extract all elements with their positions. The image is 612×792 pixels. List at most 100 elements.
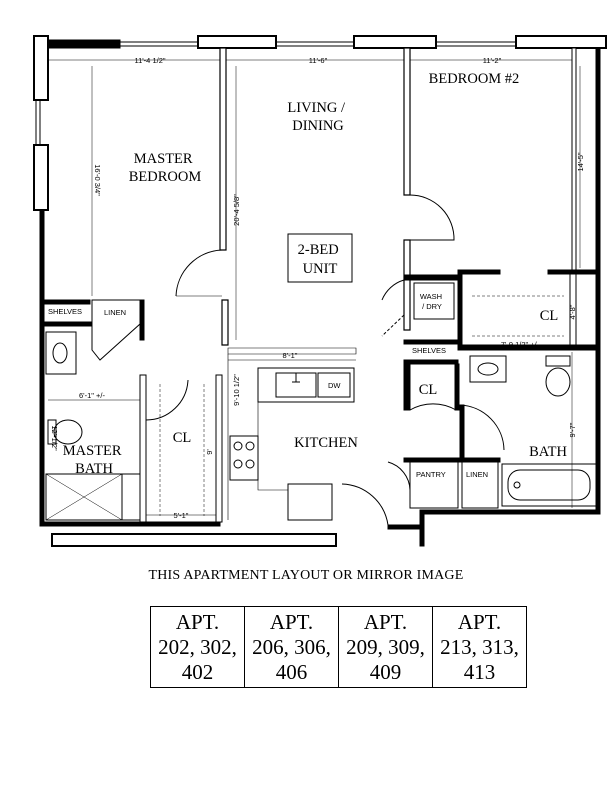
exterior-wall: [419, 513, 425, 547]
interior-wall: [457, 269, 463, 346]
apartment-numbers: 213, 313,: [440, 634, 519, 659]
interior-wall: [461, 269, 501, 275]
door-swing: [341, 483, 389, 526]
faucet: [292, 373, 300, 383]
refrigerator: [287, 483, 333, 521]
closet-rod: [472, 295, 564, 337]
door-swing: [409, 403, 457, 411]
exterior-wall: [33, 144, 49, 211]
burner: [233, 441, 243, 451]
interior-wall: [454, 363, 460, 411]
counter: [227, 354, 288, 520]
exterior-wall: [419, 509, 601, 515]
room-label-master-bedroom: MASTER BEDROOM: [129, 151, 202, 185]
window: [120, 41, 198, 47]
dimension-bed2-closet-width: 7'-9 1/2" +/-: [501, 340, 540, 349]
apartment-numbers: 409: [369, 659, 402, 684]
unit-label: 2-BED UNIT: [298, 242, 343, 277]
floor-plan: MASTER BEDROOM LIVING / DINING BEDROOM #…: [33, 35, 607, 547]
apartment-heading: APT.: [363, 609, 408, 634]
layout-caption: THIS APARTMENT LAYOUT OR MIRROR IMAGE: [148, 568, 464, 583]
apartment-heading: APT.: [175, 609, 220, 634]
label-wash-dry: WASH / DRY: [420, 292, 444, 311]
apartment-numbers: 209, 309,: [346, 634, 425, 659]
exterior-wall: [197, 35, 277, 49]
sink: [52, 342, 68, 364]
dimension-bath-depth: 9'-7": [568, 422, 577, 437]
door-swing: [459, 404, 505, 451]
exterior-wall: [353, 35, 437, 49]
room-label-closet-master: CL: [173, 430, 192, 446]
interior-wall: [43, 321, 93, 327]
interior-wall: [403, 457, 501, 463]
apartment-table: APT. 202, 302, 402 APT. 206, 306, 406 AP…: [150, 606, 527, 688]
toilet-tank: [545, 355, 571, 367]
range: [229, 435, 259, 481]
apartment-numbers: 413: [463, 659, 496, 684]
apartment-heading: APT.: [457, 609, 502, 634]
window: [436, 41, 516, 47]
room-label-bath: BATH: [529, 444, 567, 460]
unit-label-box: [287, 233, 353, 283]
burner: [245, 441, 255, 451]
apartment-numbers: 402: [181, 659, 214, 684]
dimension-bed2-depth: 14'-5": [576, 152, 585, 171]
label-linen-master: LINEN: [104, 308, 126, 317]
door-swing: [145, 379, 189, 421]
door-swing: [381, 314, 405, 337]
apartment-cell: APT. 213, 313, 413: [432, 606, 527, 688]
dimension-closet-depth: 9': [205, 449, 214, 455]
interior-wall: [403, 239, 411, 331]
linen-closet: [91, 299, 141, 361]
dishwasher: [317, 372, 351, 398]
exterior-wall: [33, 35, 49, 101]
apartment-cell: APT. 202, 302, 402: [150, 606, 245, 688]
linen-closet: [461, 461, 499, 509]
burner: [233, 459, 243, 469]
dimension-kitchen-depth: 9'-10 1/2": [232, 374, 241, 406]
room-label-closet-bed2: CL: [540, 308, 559, 324]
toilet-tank: [47, 419, 57, 445]
door-swing: [175, 249, 223, 297]
tub: [501, 463, 597, 507]
tub-inner: [507, 469, 591, 501]
interior-wall: [403, 274, 459, 281]
interior-wall: [215, 374, 223, 523]
counter: [257, 367, 355, 403]
interior-wall: [221, 299, 229, 346]
label-shelves-hall: SHELVES: [412, 346, 446, 355]
apartment-cell: APT. 206, 306, 406: [244, 606, 339, 688]
room-label-kitchen: KITCHEN: [294, 435, 358, 451]
exterior-wall: [37, 39, 121, 49]
sink: [477, 362, 499, 376]
counter: [227, 347, 357, 355]
label-shelves-master: SHELVES: [48, 307, 82, 316]
interior-wall: [547, 269, 597, 275]
closet-rod: [159, 384, 205, 516]
room-label-master-bath: MASTER BATH: [63, 443, 125, 477]
exterior-wall: [387, 524, 421, 530]
toilet: [545, 367, 571, 397]
exterior-wall: [515, 35, 607, 49]
interior-wall: [219, 47, 227, 251]
shower-glass: [45, 473, 123, 521]
interior-wall: [403, 339, 459, 345]
door-swing: [387, 461, 411, 491]
label-pantry: PANTRY: [416, 470, 446, 479]
interior-wall: [403, 359, 459, 365]
toilet: [53, 419, 83, 445]
label-linen-bath: LINEN: [466, 470, 488, 479]
label-dw: DW: [328, 381, 341, 390]
window: [276, 41, 354, 47]
exterior-wall: [39, 209, 45, 526]
apartment-numbers: 206, 306,: [252, 634, 331, 659]
interior-wall: [43, 299, 91, 305]
room-label-living-dining: LIVING / DINING: [287, 100, 348, 134]
vanity: [45, 331, 77, 375]
dimension-kitchen-width: 8'-1": [283, 351, 298, 360]
apartment-numbers: 406: [275, 659, 308, 684]
exterior-wall: [595, 47, 601, 511]
dimension-bed2-width: 11'-2": [483, 56, 502, 65]
dimension-bed2-closet-depth: 4'-8": [568, 304, 577, 319]
door-swing: [409, 194, 455, 241]
